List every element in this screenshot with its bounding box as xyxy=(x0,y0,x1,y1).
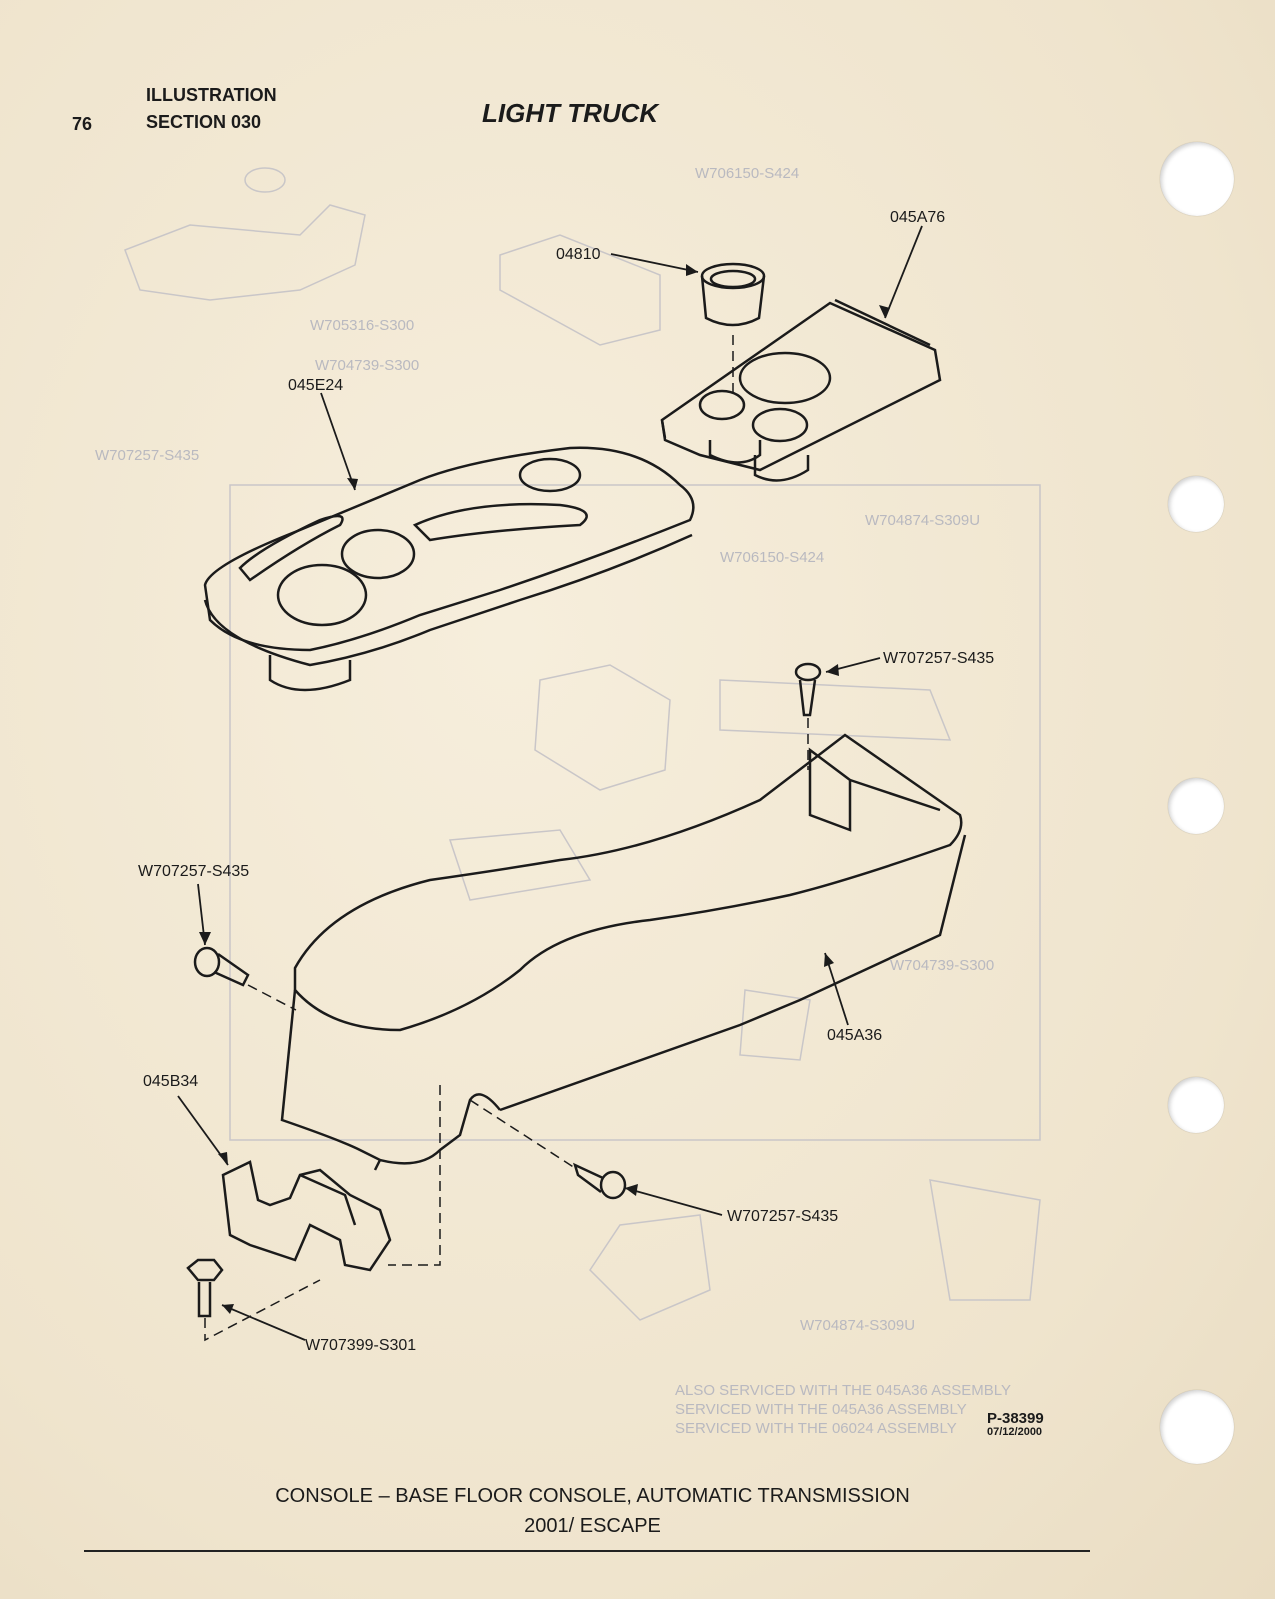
section-label-number: SECTION 030 xyxy=(146,112,262,132)
binder-hole-3 xyxy=(1168,778,1224,834)
svg-text:ALSO SERVICED WITH THE 045A36: ALSO SERVICED WITH THE 045A36 ASSEMBLY xyxy=(675,1382,1011,1399)
screw-bottom xyxy=(573,1162,627,1200)
svg-text:W705316-S300: W705316-S300 xyxy=(310,317,414,334)
svg-text:W706150-S424: W706150-S424 xyxy=(695,165,799,182)
bolt-w707399 xyxy=(186,1258,224,1318)
callout-w707257-bottom: W707257-S435 xyxy=(727,1208,838,1225)
callout-w707257-left: W707257-S435 xyxy=(138,863,249,880)
svg-text:SERVICED WITH THE 06024 ASSEMB: SERVICED WITH THE 06024 ASSEMBLY xyxy=(675,1420,957,1437)
callout-045A36: 045A36 xyxy=(827,1027,882,1044)
svg-text:W706150-S424: W706150-S424 xyxy=(720,549,824,566)
svg-text:SERVICED WITH THE 045A36 ASSEM: SERVICED WITH THE 045A36 ASSEMBLY xyxy=(675,1401,967,1418)
section-label-illustration: ILLUSTRATION xyxy=(146,85,277,105)
page-number: 76 xyxy=(72,114,93,134)
callout-045A76: 045A76 xyxy=(890,209,945,226)
svg-text:W704874-S309U: W704874-S309U xyxy=(800,1317,915,1334)
bleed-through-ghost-image xyxy=(124,167,1041,1321)
footer-rule xyxy=(84,1550,1090,1552)
page-title: LIGHT TRUCK xyxy=(482,98,659,128)
svg-text:W704739-S300: W704739-S300 xyxy=(890,957,994,974)
figure-caption: CONSOLE – BASE FLOOR CONSOLE, AUTOMATIC … xyxy=(275,1485,910,1507)
cup-sleeve-04810 xyxy=(700,262,766,327)
svg-text:W704739-S300: W704739-S300 xyxy=(315,357,419,374)
callout-04810: 04810 xyxy=(556,246,601,263)
callout-045B34: 045B34 xyxy=(143,1073,198,1090)
figure-caption-model: 2001/ ESCAPE xyxy=(524,1515,661,1537)
leader-arrows xyxy=(177,225,923,1341)
illustration-reference-date: 07/12/2000 xyxy=(987,1426,1043,1438)
binder-hole-2 xyxy=(1168,476,1224,532)
screw-top xyxy=(794,662,822,717)
console-top-panel-045E24 xyxy=(203,446,695,692)
callout-w707257-top: W707257-S435 xyxy=(883,650,994,667)
ghost-mirrored-text: W705316-S300 W704739-S300 W706150-S424 W… xyxy=(95,165,1011,1437)
console-base-045A36 xyxy=(280,733,967,1171)
assembly-guide-lines xyxy=(204,335,809,1342)
arrowheads xyxy=(199,264,890,1314)
screw-left xyxy=(193,946,250,987)
binder-hole-5 xyxy=(1160,1390,1234,1464)
svg-text:W707257-S435: W707257-S435 xyxy=(95,447,199,464)
svg-text:W704874-S309U: W704874-S309U xyxy=(865,512,980,529)
callout-w707399: W707399-S301 xyxy=(305,1337,416,1354)
binder-hole-4 xyxy=(1168,1077,1224,1133)
callout-045E24: 045E24 xyxy=(288,377,343,394)
bracket-045B34 xyxy=(221,1160,392,1272)
binder-hole-1 xyxy=(1160,142,1234,216)
cup-holder-insert-045A76 xyxy=(660,298,942,482)
illustration-reference-id: P-38399 xyxy=(987,1410,1044,1427)
